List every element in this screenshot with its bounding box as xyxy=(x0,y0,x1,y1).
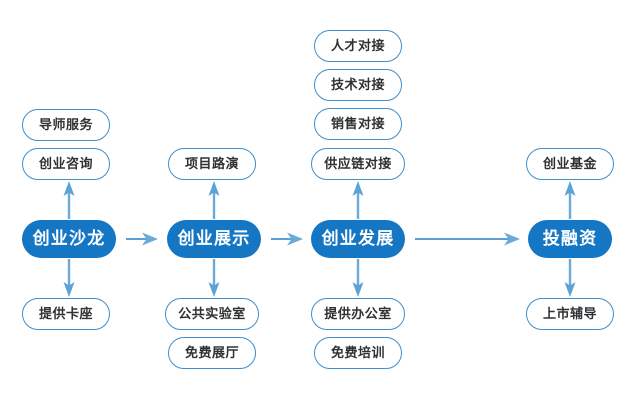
branch-node-daoshifuwu[interactable]: 导师服务 xyxy=(22,109,110,141)
branch-node-xiaoshouduijie[interactable]: 销售对接 xyxy=(314,108,402,140)
connector-stage3-up xyxy=(352,181,364,219)
branch-node-shangshifudao[interactable]: 上市辅导 xyxy=(526,298,614,330)
connector-stage3-down xyxy=(352,259,364,297)
branch-node-xiangmuluyan[interactable]: 项目路演 xyxy=(168,148,256,180)
branch-node-mianfeizhanting[interactable]: 免费展厅 xyxy=(168,337,256,369)
branch-node-gonggongshiyanshi[interactable]: 公共实验室 xyxy=(165,298,259,330)
stage-node-chuangyezhanshi[interactable]: 创业展示 xyxy=(167,220,261,258)
branch-node-tigongkazuo[interactable]: 提供卡座 xyxy=(22,298,110,330)
connector-stage4-down xyxy=(564,259,576,297)
connector-stage2-down xyxy=(208,259,220,297)
flow-arrow-3-4 xyxy=(415,232,520,246)
branch-node-chuangyejijin[interactable]: 创业基金 xyxy=(526,148,614,180)
stage-node-chuangyefazhan[interactable]: 创业发展 xyxy=(311,220,405,258)
connector-stage4-up xyxy=(564,181,576,219)
branch-node-mianfeipeixun[interactable]: 免费培训 xyxy=(314,337,402,369)
stage-node-chuangyeshalong[interactable]: 创业沙龙 xyxy=(22,220,116,258)
branch-node-gongyinglianduijie[interactable]: 供应链对接 xyxy=(311,148,405,180)
branch-node-rencaiduijie[interactable]: 人才对接 xyxy=(314,30,402,62)
connector-stage1-down xyxy=(63,259,75,297)
branch-node-jishuduijie[interactable]: 技术对接 xyxy=(314,69,402,101)
flow-arrow-1-2 xyxy=(126,232,158,246)
connector-stage2-up xyxy=(208,181,220,219)
flow-arrow-2-3 xyxy=(271,232,303,246)
stage-node-tourongzi[interactable]: 投融资 xyxy=(528,220,612,258)
connector-stage1-up xyxy=(63,181,75,219)
branch-node-tigongbangongshi[interactable]: 提供办公室 xyxy=(311,298,405,330)
branch-node-chuangyezixun[interactable]: 创业咨询 xyxy=(22,148,110,180)
